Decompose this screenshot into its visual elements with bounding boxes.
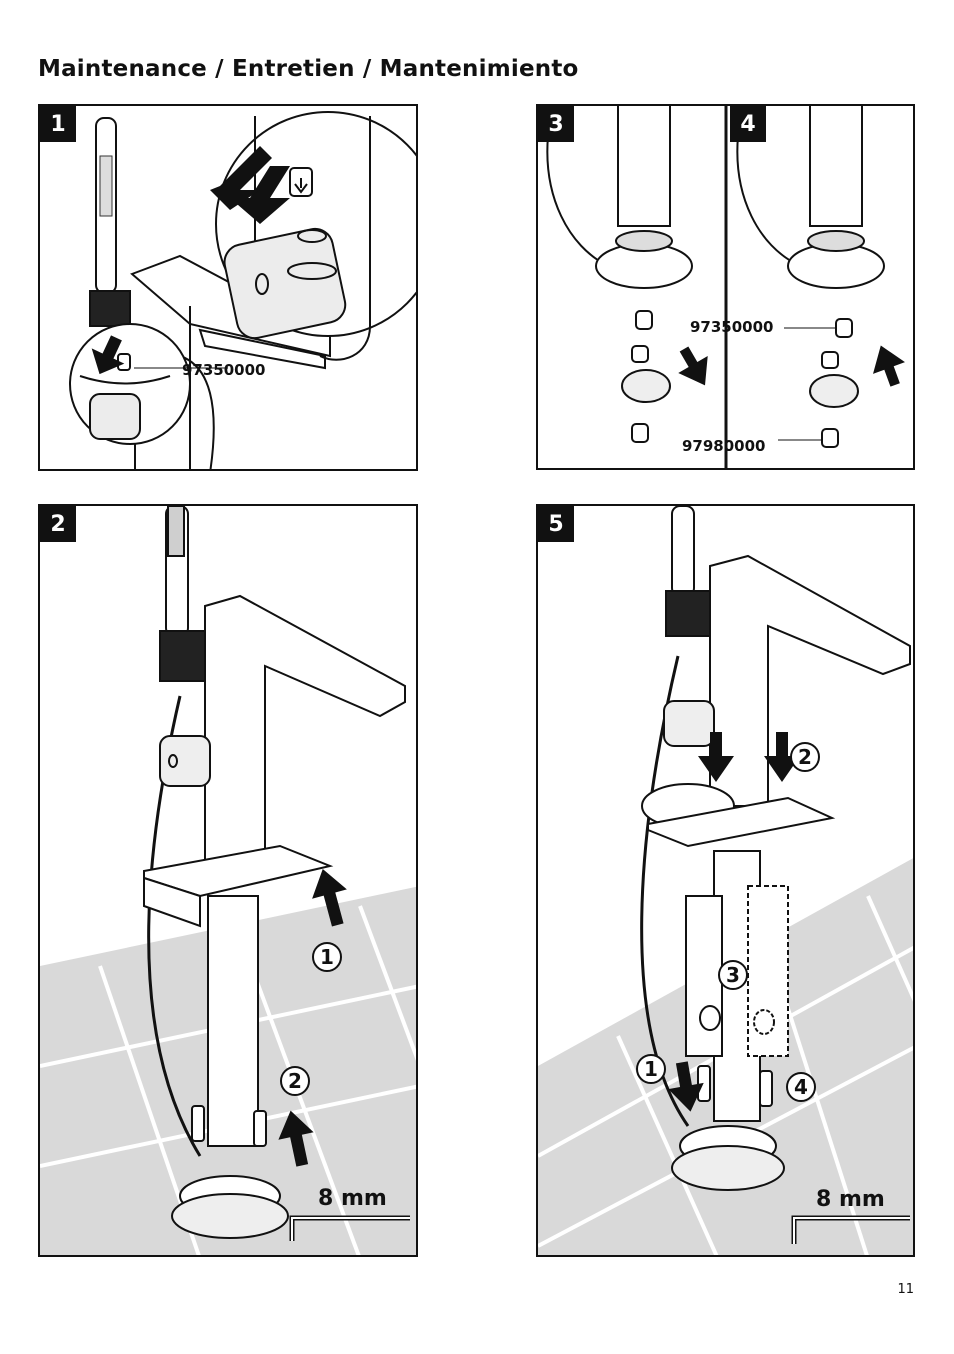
panel-5: 5 — [536, 504, 915, 1257]
arrow-down-icon — [764, 732, 800, 782]
tool-size-label: 8 mm — [816, 1187, 885, 1212]
step-marker-4: 4 — [786, 1072, 816, 1102]
arrow-up-icon — [312, 868, 347, 927]
panel-1: 1 — [38, 104, 418, 471]
arrow-down-icon — [668, 1061, 704, 1112]
faucet-illustration — [538, 506, 913, 1255]
step-marker-3: 3 — [718, 960, 748, 990]
step-marker-1: 1 — [312, 942, 342, 972]
part-number-label: 97350000 — [182, 361, 266, 379]
panel-number-2: 2 — [40, 506, 76, 542]
panel-2: 2 — [38, 504, 418, 1257]
panel-number-1: 1 — [40, 106, 76, 142]
page-number: 11 — [897, 1282, 914, 1297]
step-marker-2: 2 — [280, 1066, 310, 1096]
page-title: Maintenance / Entretien / Mantenimiento — [38, 56, 579, 82]
part-number-label-b: 97980000 — [682, 437, 766, 455]
arrow-down-icon — [678, 346, 708, 386]
step-marker-1: 1 — [636, 1054, 666, 1084]
arrow-up-icon — [873, 345, 905, 387]
panel-number-3: 3 — [538, 106, 574, 142]
arrow-up-icon — [278, 1110, 314, 1167]
arrow-down-icon — [91, 146, 290, 375]
cartridge-illustration — [546, 106, 905, 468]
step-marker-2: 2 — [790, 742, 820, 772]
faucet-illustration — [69, 111, 416, 469]
faucet-illustration — [40, 506, 416, 1255]
arrow-down-icon — [698, 732, 734, 782]
panel-number-5: 5 — [538, 506, 574, 542]
part-number-label-a: 97350000 — [690, 318, 774, 336]
panel-3-4: 3 4 9735000 — [536, 104, 915, 470]
panel-number-4: 4 — [730, 106, 766, 142]
tool-size-label: 8 mm — [318, 1186, 387, 1211]
